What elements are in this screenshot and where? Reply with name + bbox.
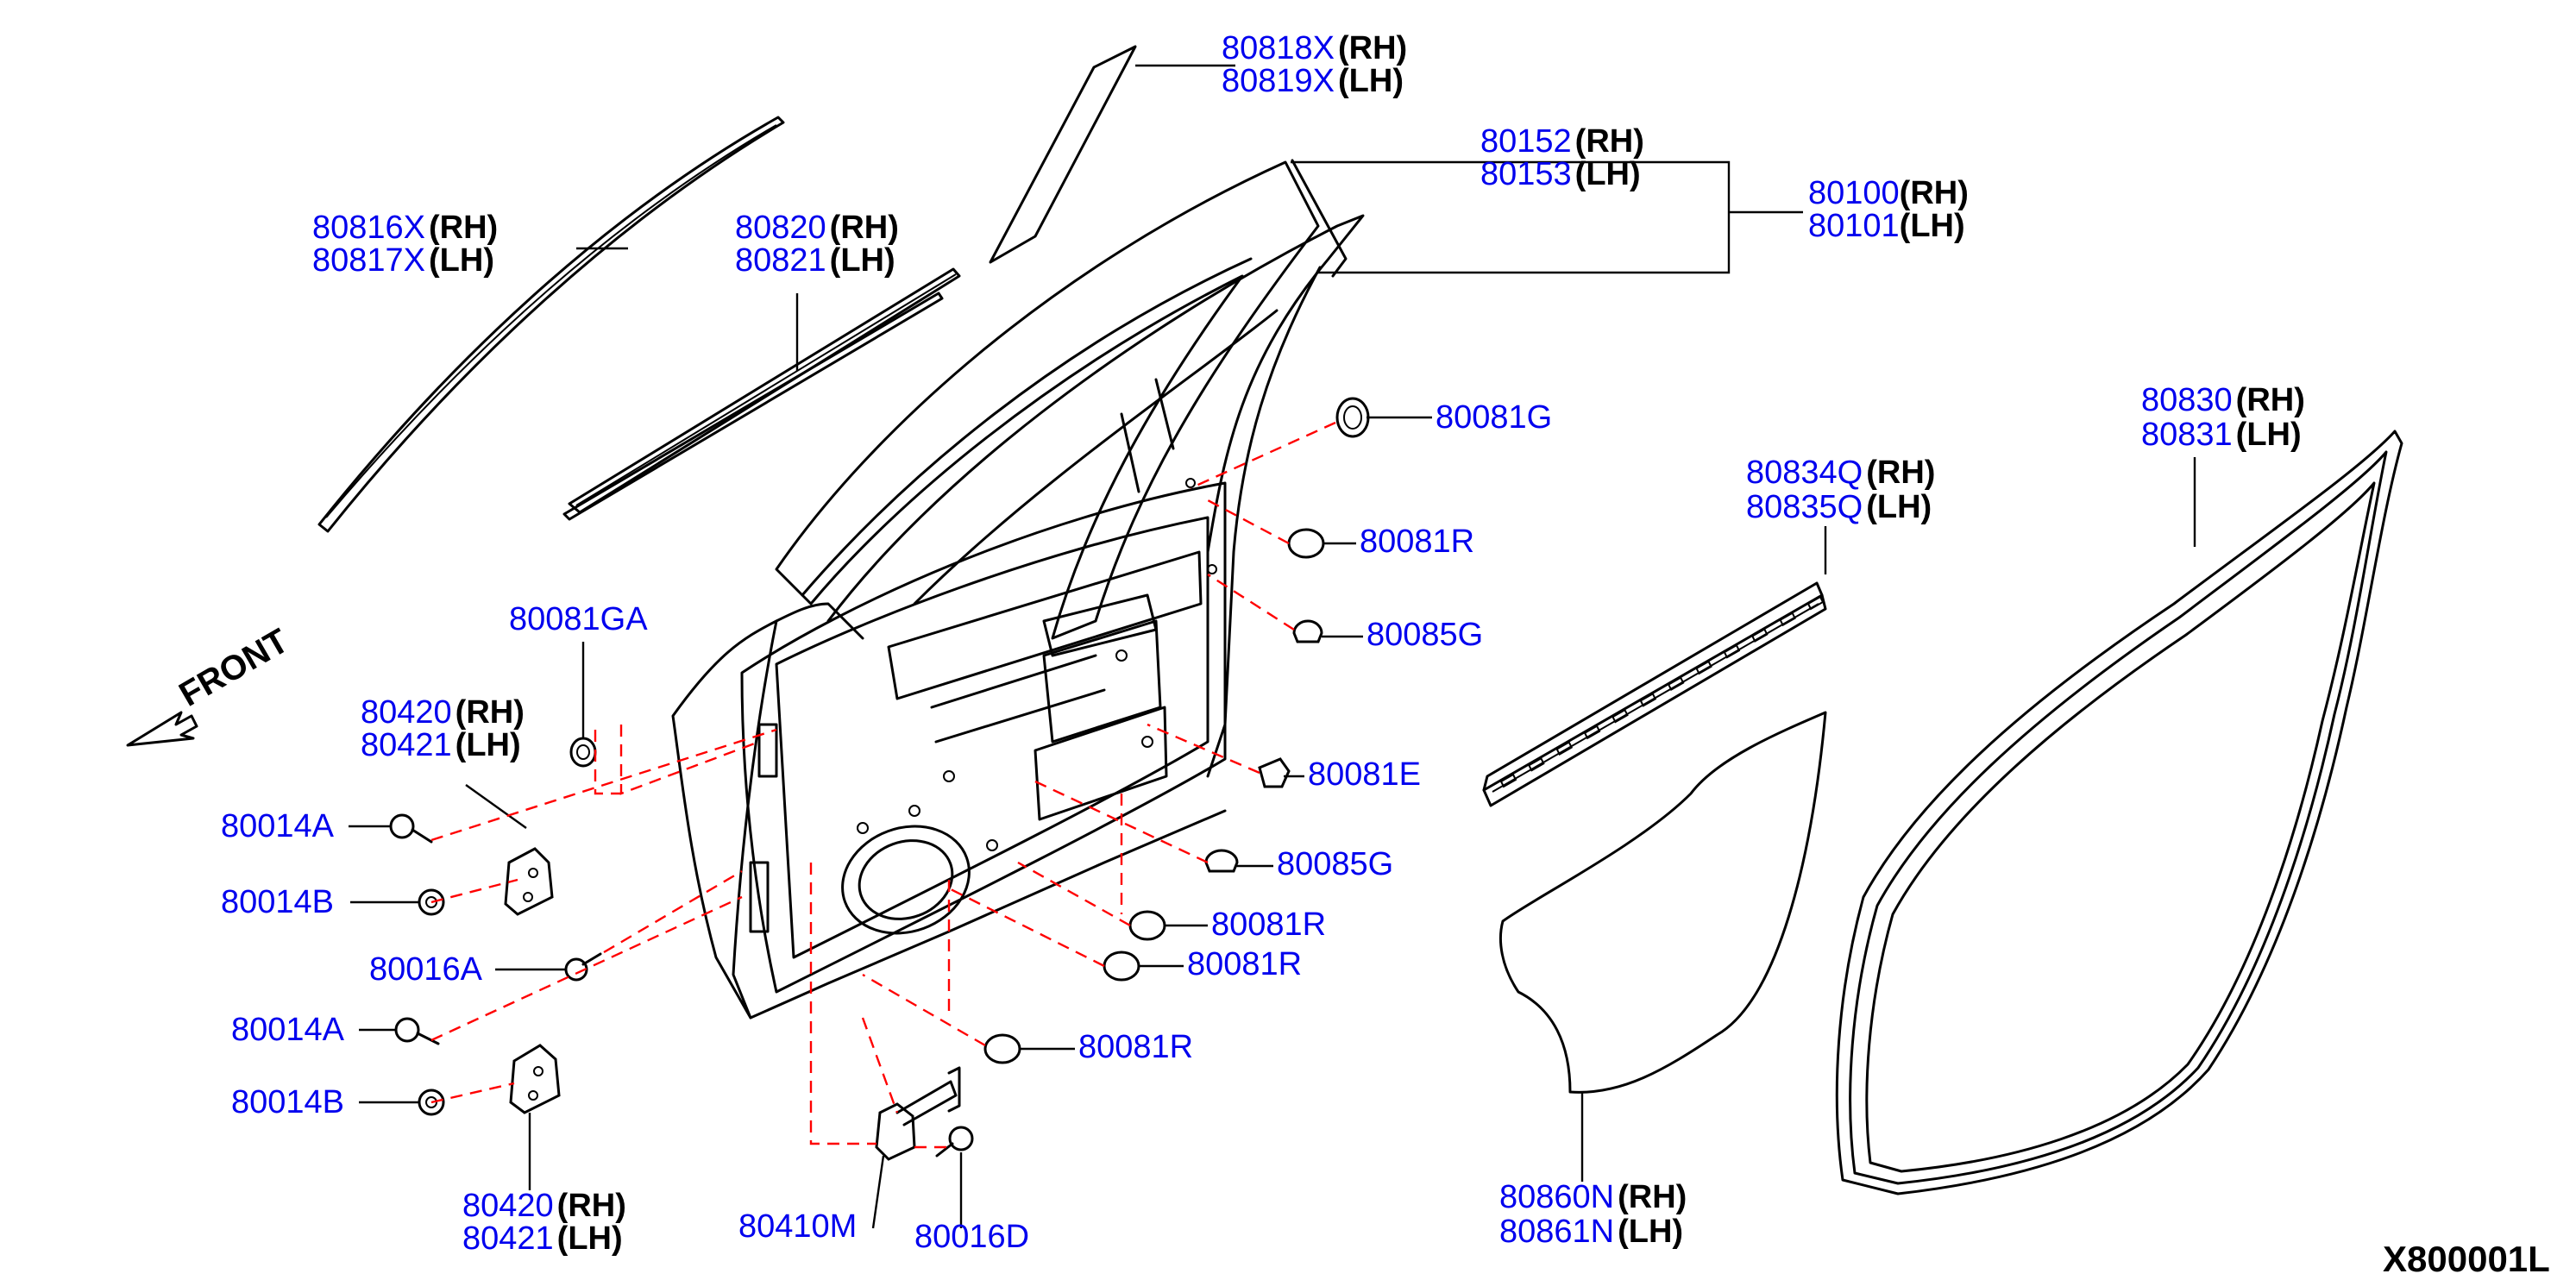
corner-moulding [989, 45, 1137, 264]
plug-80081r-b [1128, 910, 1166, 941]
label-80014B-a: 80014B [221, 884, 334, 920]
seal-clip-notch [1695, 660, 1712, 675]
label-80835Q: 80835Q (LH) [1746, 489, 1932, 525]
label-80831: 80831 (LH) [2141, 417, 2302, 453]
label-80100: 80100(RH) [1808, 175, 1969, 211]
label-80421-a: 80421 (LH) [361, 727, 521, 763]
seal-clip-notch [1555, 741, 1574, 756]
bolt-80014a-upper [389, 813, 433, 844]
front-label: FRONT [173, 622, 295, 714]
grommet-80081ga [569, 737, 597, 768]
seal-clip-notch [1806, 595, 1825, 611]
door-weatherstrip [1835, 430, 2403, 1195]
clip-80081e [1258, 757, 1291, 788]
plug-80081r-upper [1287, 528, 1325, 559]
label-80410M: 80410M [738, 1208, 857, 1245]
parts-drawing [126, 45, 2403, 1195]
label-80085G-a: 80085G [1367, 617, 1483, 653]
grommet-80081g [1335, 397, 1370, 438]
clip-80085g-upper [1292, 619, 1323, 643]
callout-labels: 80818X (RH) 80819X (LH) 80152 (RH) 80153… [173, 30, 2550, 1279]
label-80081R-c: 80081R [1187, 946, 1302, 982]
label-80834Q: 80834Q (RH) [1746, 455, 1935, 491]
lower-hinge [509, 1044, 561, 1114]
leader-lines [349, 64, 2196, 1229]
door-shell [671, 159, 1365, 1020]
plug-80081r-c [1103, 951, 1140, 982]
label-80821: 80821 (LH) [735, 242, 895, 279]
seal-clip-notch [1528, 756, 1545, 772]
upper-hinge [504, 847, 554, 916]
sash-moulding-outer [317, 116, 785, 533]
seal-clip-notch [1639, 692, 1657, 707]
label-80421-b: 80421 (LH) [462, 1220, 623, 1257]
seal-clip-notch [1779, 612, 1796, 627]
front-arrow-icon [126, 711, 198, 747]
seal-clip-notch [1723, 643, 1741, 659]
label-80861N: 80861N (LH) [1499, 1214, 1683, 1250]
label-80153: 80153 (LH) [1480, 156, 1641, 192]
label-80081GA: 80081GA [509, 601, 648, 637]
door-check [875, 1066, 961, 1161]
seal-clip-notch [1667, 676, 1685, 692]
label-80830: 80830 (RH) [2141, 382, 2305, 418]
clip-80085g-lower [1204, 849, 1239, 873]
label-80016A: 80016A [369, 951, 483, 988]
bolt-80016d [935, 1126, 974, 1158]
beltline-moulding [562, 267, 961, 521]
bolt-80016a [564, 952, 602, 982]
label-80014A-b: 80014A [231, 1012, 345, 1048]
label-80860N: 80860N (RH) [1499, 1179, 1687, 1215]
label-80152: 80152 (RH) [1480, 123, 1644, 160]
inner-seal-strip [1482, 581, 1827, 807]
label-80420-b: 80420 (RH) [462, 1188, 626, 1224]
label-80817X: 80817X (LH) [312, 242, 494, 279]
label-80819X: 80819X (LH) [1222, 63, 1404, 99]
bolt-80014a-lower [394, 1017, 440, 1045]
label-80818X: 80818X (RH) [1222, 30, 1407, 66]
label-80016D: 80016D [914, 1219, 1029, 1255]
label-80101: 80101(LH) [1808, 208, 1965, 244]
label-80081E: 80081E [1308, 756, 1421, 793]
label-80014A-a: 80014A [221, 808, 335, 844]
diagram-reference: X800001L [2383, 1239, 2550, 1279]
door-insulator [1498, 711, 1827, 1094]
label-80081R-d: 80081R [1078, 1029, 1193, 1065]
label-80081G: 80081G [1436, 399, 1552, 436]
label-80081R-b: 80081R [1211, 907, 1326, 943]
seal-clip-notch [1583, 725, 1601, 740]
label-80820: 80820 (RH) [735, 210, 899, 246]
label-80014B-b: 80014B [231, 1084, 344, 1120]
seal-clip-notch [1612, 708, 1629, 724]
label-80816X: 80816X (RH) [312, 210, 498, 246]
assembly-lines [430, 421, 1336, 1149]
plug-80081r-d [983, 1033, 1021, 1064]
label-80085G-b: 80085G [1277, 846, 1393, 882]
label-80081R-a: 80081R [1360, 524, 1474, 560]
label-80420-a: 80420 (RH) [361, 694, 525, 731]
seal-clip-notch [1499, 773, 1517, 788]
seal-clip-notch [1750, 628, 1769, 643]
